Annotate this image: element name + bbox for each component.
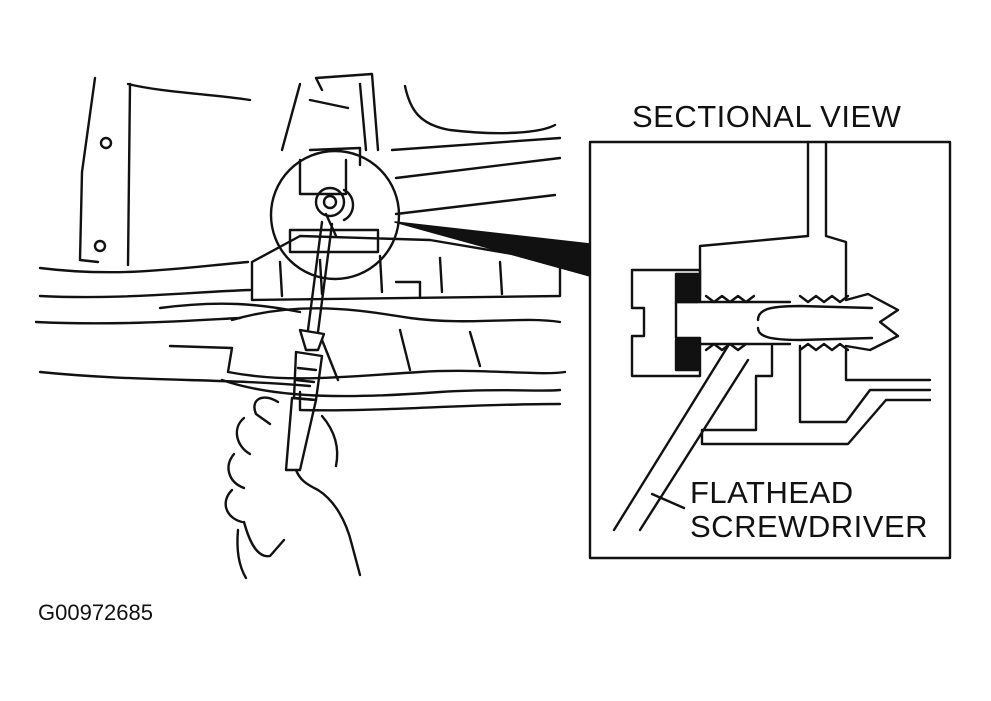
- section-screwdriver-icon: [612, 344, 730, 532]
- callout-line-1: FLATHEAD: [690, 475, 854, 510]
- sectional-view-frame: [588, 140, 952, 560]
- sectional-view-panel: [588, 140, 952, 560]
- callout-line-2: SCREWDRIVER: [690, 509, 929, 544]
- sectional-view-title: SECTIONAL VIEW: [632, 99, 902, 134]
- figure-id: G00972685: [38, 600, 153, 625]
- hand-icon: [224, 396, 362, 580]
- flathead-screwdriver-label: FLATHEAD SCREWDRIVER: [690, 476, 928, 544]
- screwdriver-icon: [284, 220, 334, 472]
- callout-wedge: [394, 221, 591, 277]
- magnifier-circle-icon: [269, 146, 401, 281]
